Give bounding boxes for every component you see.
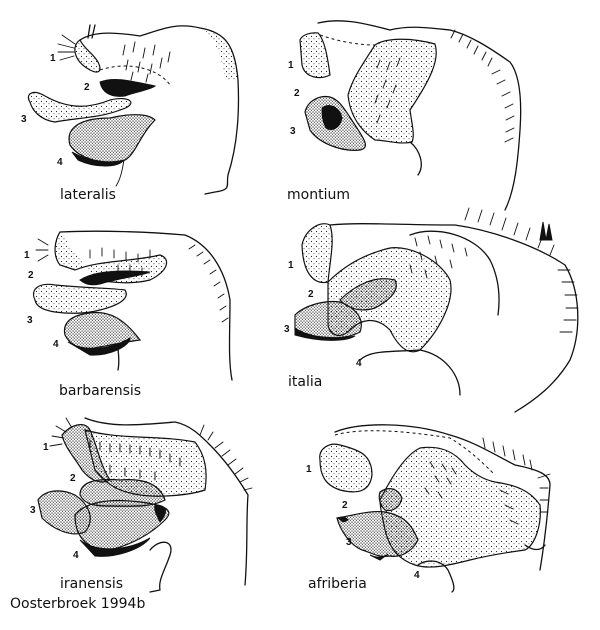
species-label: afriberia — [308, 576, 367, 592]
iranensis-drawing — [37, 417, 253, 593]
part-number-2: 2 — [342, 500, 348, 511]
part-number-4: 4 — [356, 358, 362, 369]
montium-drawing — [299, 20, 522, 211]
part-number-4: 4 — [73, 550, 79, 561]
panel-lateralis: 1 2 3 4 lateralis — [0, 0, 300, 205]
lateralis-drawing — [27, 24, 240, 195]
part-number-1: 1 — [43, 442, 49, 453]
species-label: lateralis — [60, 187, 116, 203]
part-number-1: 1 — [306, 464, 312, 475]
italia-drawing — [294, 207, 579, 413]
part-number-2: 2 — [308, 289, 314, 300]
panel-italia: 1 2 3 4 italia — [284, 200, 600, 413]
part-number-3: 3 — [346, 537, 352, 548]
part-number-2: 2 — [84, 82, 90, 93]
part-number-3: 3 — [27, 315, 33, 326]
panel-iranensis: 1 2 3 4 iranensis — [0, 410, 300, 615]
species-label: italia — [288, 374, 323, 390]
part-number-1: 1 — [24, 250, 30, 261]
part-number-2: 2 — [28, 270, 34, 281]
species-label: barbarensis — [59, 383, 142, 399]
part-number-1: 1 — [288, 60, 294, 71]
part-number-4: 4 — [53, 339, 59, 350]
species-label: iranensis — [60, 576, 124, 592]
part-number-3: 3 — [290, 126, 296, 137]
species-label: montium — [287, 187, 350, 203]
part-number-2: 2 — [294, 88, 300, 99]
panel-barbarensis: 1 2 3 4 barbarensis — [0, 210, 300, 415]
panel-afriberia: 1 2 3 4 afriberia — [300, 410, 600, 615]
part-number-4: 4 — [57, 157, 63, 168]
part-number-4: 4 — [414, 570, 420, 581]
part-number-1: 1 — [288, 260, 294, 271]
figure-credit: Oosterbroek 1994b — [10, 596, 146, 612]
part-number-1: 1 — [50, 53, 56, 64]
part-number-3: 3 — [284, 324, 290, 335]
afriberia-drawing — [319, 424, 551, 593]
barbarensis-drawing — [33, 230, 233, 381]
part-number-3: 3 — [30, 505, 36, 516]
part-number-2: 2 — [70, 473, 76, 484]
panel-montium: 1 2 3 4 montium — [287, 0, 600, 211]
part-number-3: 3 — [21, 114, 27, 125]
